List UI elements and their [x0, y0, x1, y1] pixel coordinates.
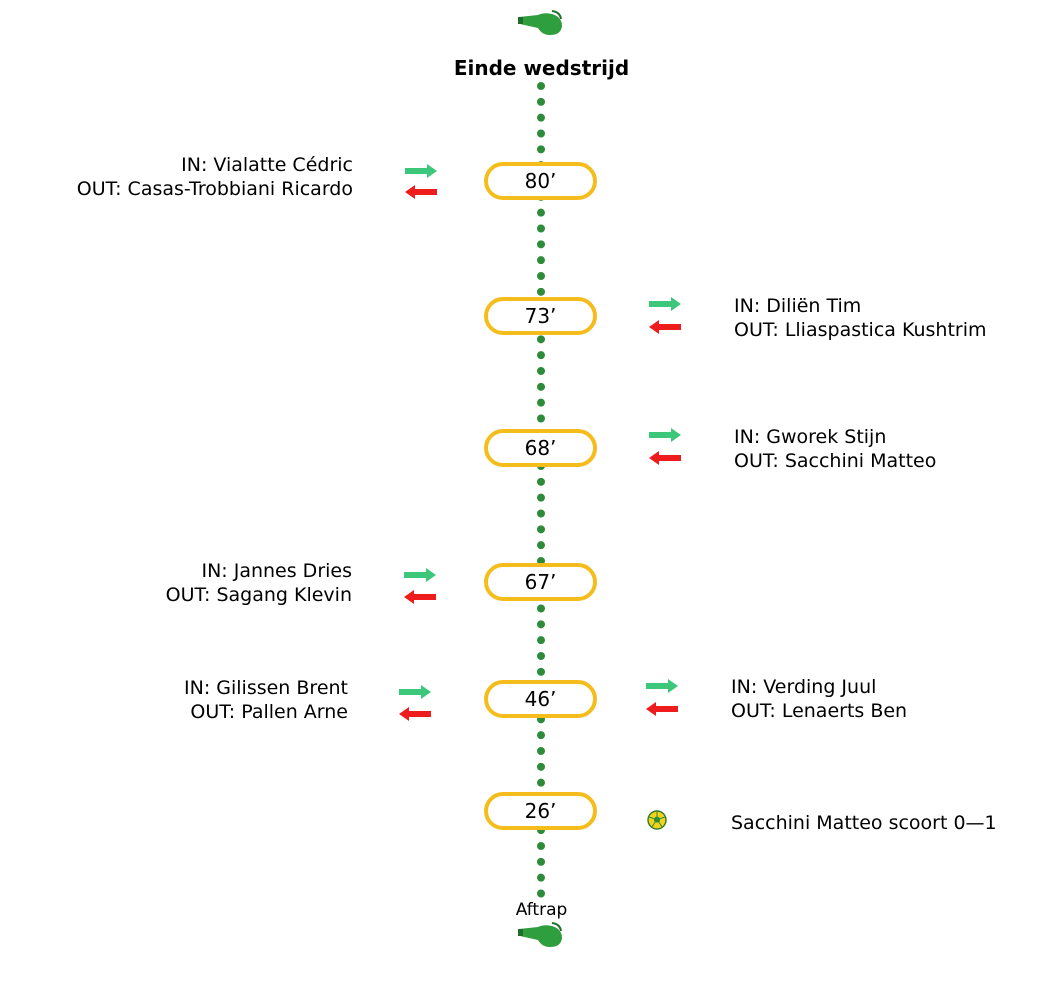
player-in-label: IN: Jannes Dries — [201, 560, 352, 582]
out-arrow-icon — [399, 707, 431, 721]
out-arrow-icon — [646, 702, 678, 716]
player-out-label: OUT: Sacchini Matteo — [734, 450, 937, 472]
minute-marker: 73’ — [484, 297, 597, 335]
goal-text: Sacchini Matteo scoort 0—1 — [731, 812, 997, 834]
player-out-label: OUT: Sagang Klevin — [165, 584, 352, 606]
player-in-label: IN: Gworek Stijn — [734, 426, 887, 448]
substitution-68-text: IN: Gworek Stijn OUT: Sacchini Matteo — [734, 425, 936, 473]
in-arrow-icon — [405, 164, 437, 178]
substitution-73-text: IN: Diliën Tim OUT: Lliaspastica Kushtri… — [734, 294, 987, 342]
player-in-label: IN: Diliën Tim — [734, 295, 862, 317]
substitution-80-text: IN: Vialatte Cédric OUT: Casas-Trobbiani… — [77, 153, 353, 201]
in-arrow-icon — [404, 568, 436, 582]
out-arrow-icon — [649, 451, 681, 465]
player-out-label: OUT: Lenaerts Ben — [731, 700, 908, 722]
substitution-67-text: IN: Jannes Dries OUT: Sagang Klevin — [166, 559, 352, 607]
player-in-label: IN: Vialatte Cédric — [181, 154, 353, 176]
timeline-line — [537, 82, 545, 898]
in-arrow-icon — [646, 679, 678, 693]
out-arrow-icon — [405, 185, 437, 199]
whistle-icon — [518, 922, 562, 947]
out-arrow-icon — [404, 590, 436, 604]
player-out-label: OUT: Casas-Trobbiani Ricardo — [76, 178, 353, 200]
minute-marker: 26’ — [484, 792, 597, 830]
whistle-icon — [518, 10, 562, 35]
soccer-ball-icon — [647, 810, 667, 830]
in-arrow-icon — [649, 297, 681, 311]
kickoff-label: Aftrap — [515, 900, 568, 920]
in-arrow-icon — [399, 685, 431, 699]
player-out-label: OUT: Pallen Arne — [190, 701, 348, 723]
match-end-title: Einde wedstrijd — [453, 56, 630, 80]
player-in-label: IN: Verding Juul — [731, 676, 877, 698]
minute-marker: 68’ — [484, 429, 597, 467]
minute-marker: 80’ — [484, 162, 597, 200]
in-arrow-icon — [649, 428, 681, 442]
minute-marker: 46’ — [484, 680, 597, 718]
player-out-label: OUT: Lliaspastica Kushtrim — [734, 319, 987, 341]
player-in-label: IN: Gilissen Brent — [184, 677, 348, 699]
out-arrow-icon — [649, 320, 681, 334]
minute-marker: 67’ — [484, 563, 597, 601]
substitution-46-right-text: IN: Verding Juul OUT: Lenaerts Ben — [731, 675, 907, 723]
substitution-46-left-text: IN: Gilissen Brent OUT: Pallen Arne — [184, 676, 348, 724]
